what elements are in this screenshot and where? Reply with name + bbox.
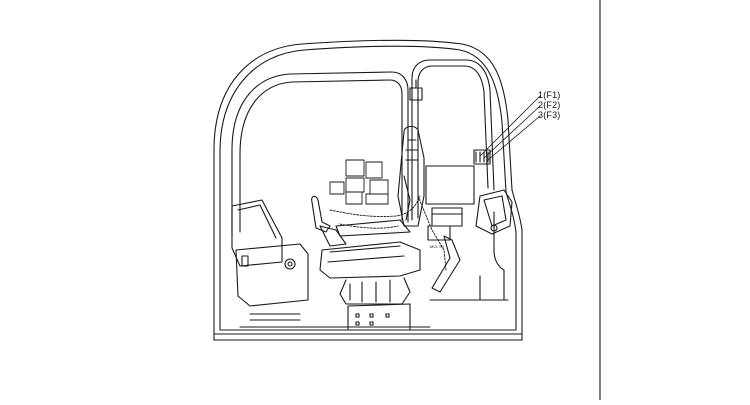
right-armrest [475, 189, 513, 235]
cab-floor-base [213, 333, 523, 341]
callout-label-f3: 3(F3) [538, 110, 561, 120]
seat-base [347, 303, 411, 331]
callout-leaders [479, 95, 541, 161]
rear-window-inner [417, 65, 489, 219]
side-pipe [431, 235, 461, 293]
front-window-frame [231, 71, 409, 237]
rear-window-frame [411, 59, 495, 221]
callout-label-f2: 2(F2) [538, 100, 561, 110]
control-box [425, 165, 475, 241]
rear-wall [479, 211, 505, 301]
joystick-lever [311, 195, 347, 247]
cab-inner-shell [219, 45, 517, 331]
stacked-boxes [329, 159, 389, 205]
left-console [231, 199, 309, 321]
operator-seat [319, 125, 425, 305]
console-knob-icon [284, 258, 296, 270]
callout-label-f1: 1(F1) [538, 90, 561, 100]
cab-outer-shell [213, 39, 523, 335]
front-window-inner [239, 79, 403, 233]
harness-tag: MCL 90 [430, 244, 444, 249]
fuse-box [473, 149, 491, 165]
